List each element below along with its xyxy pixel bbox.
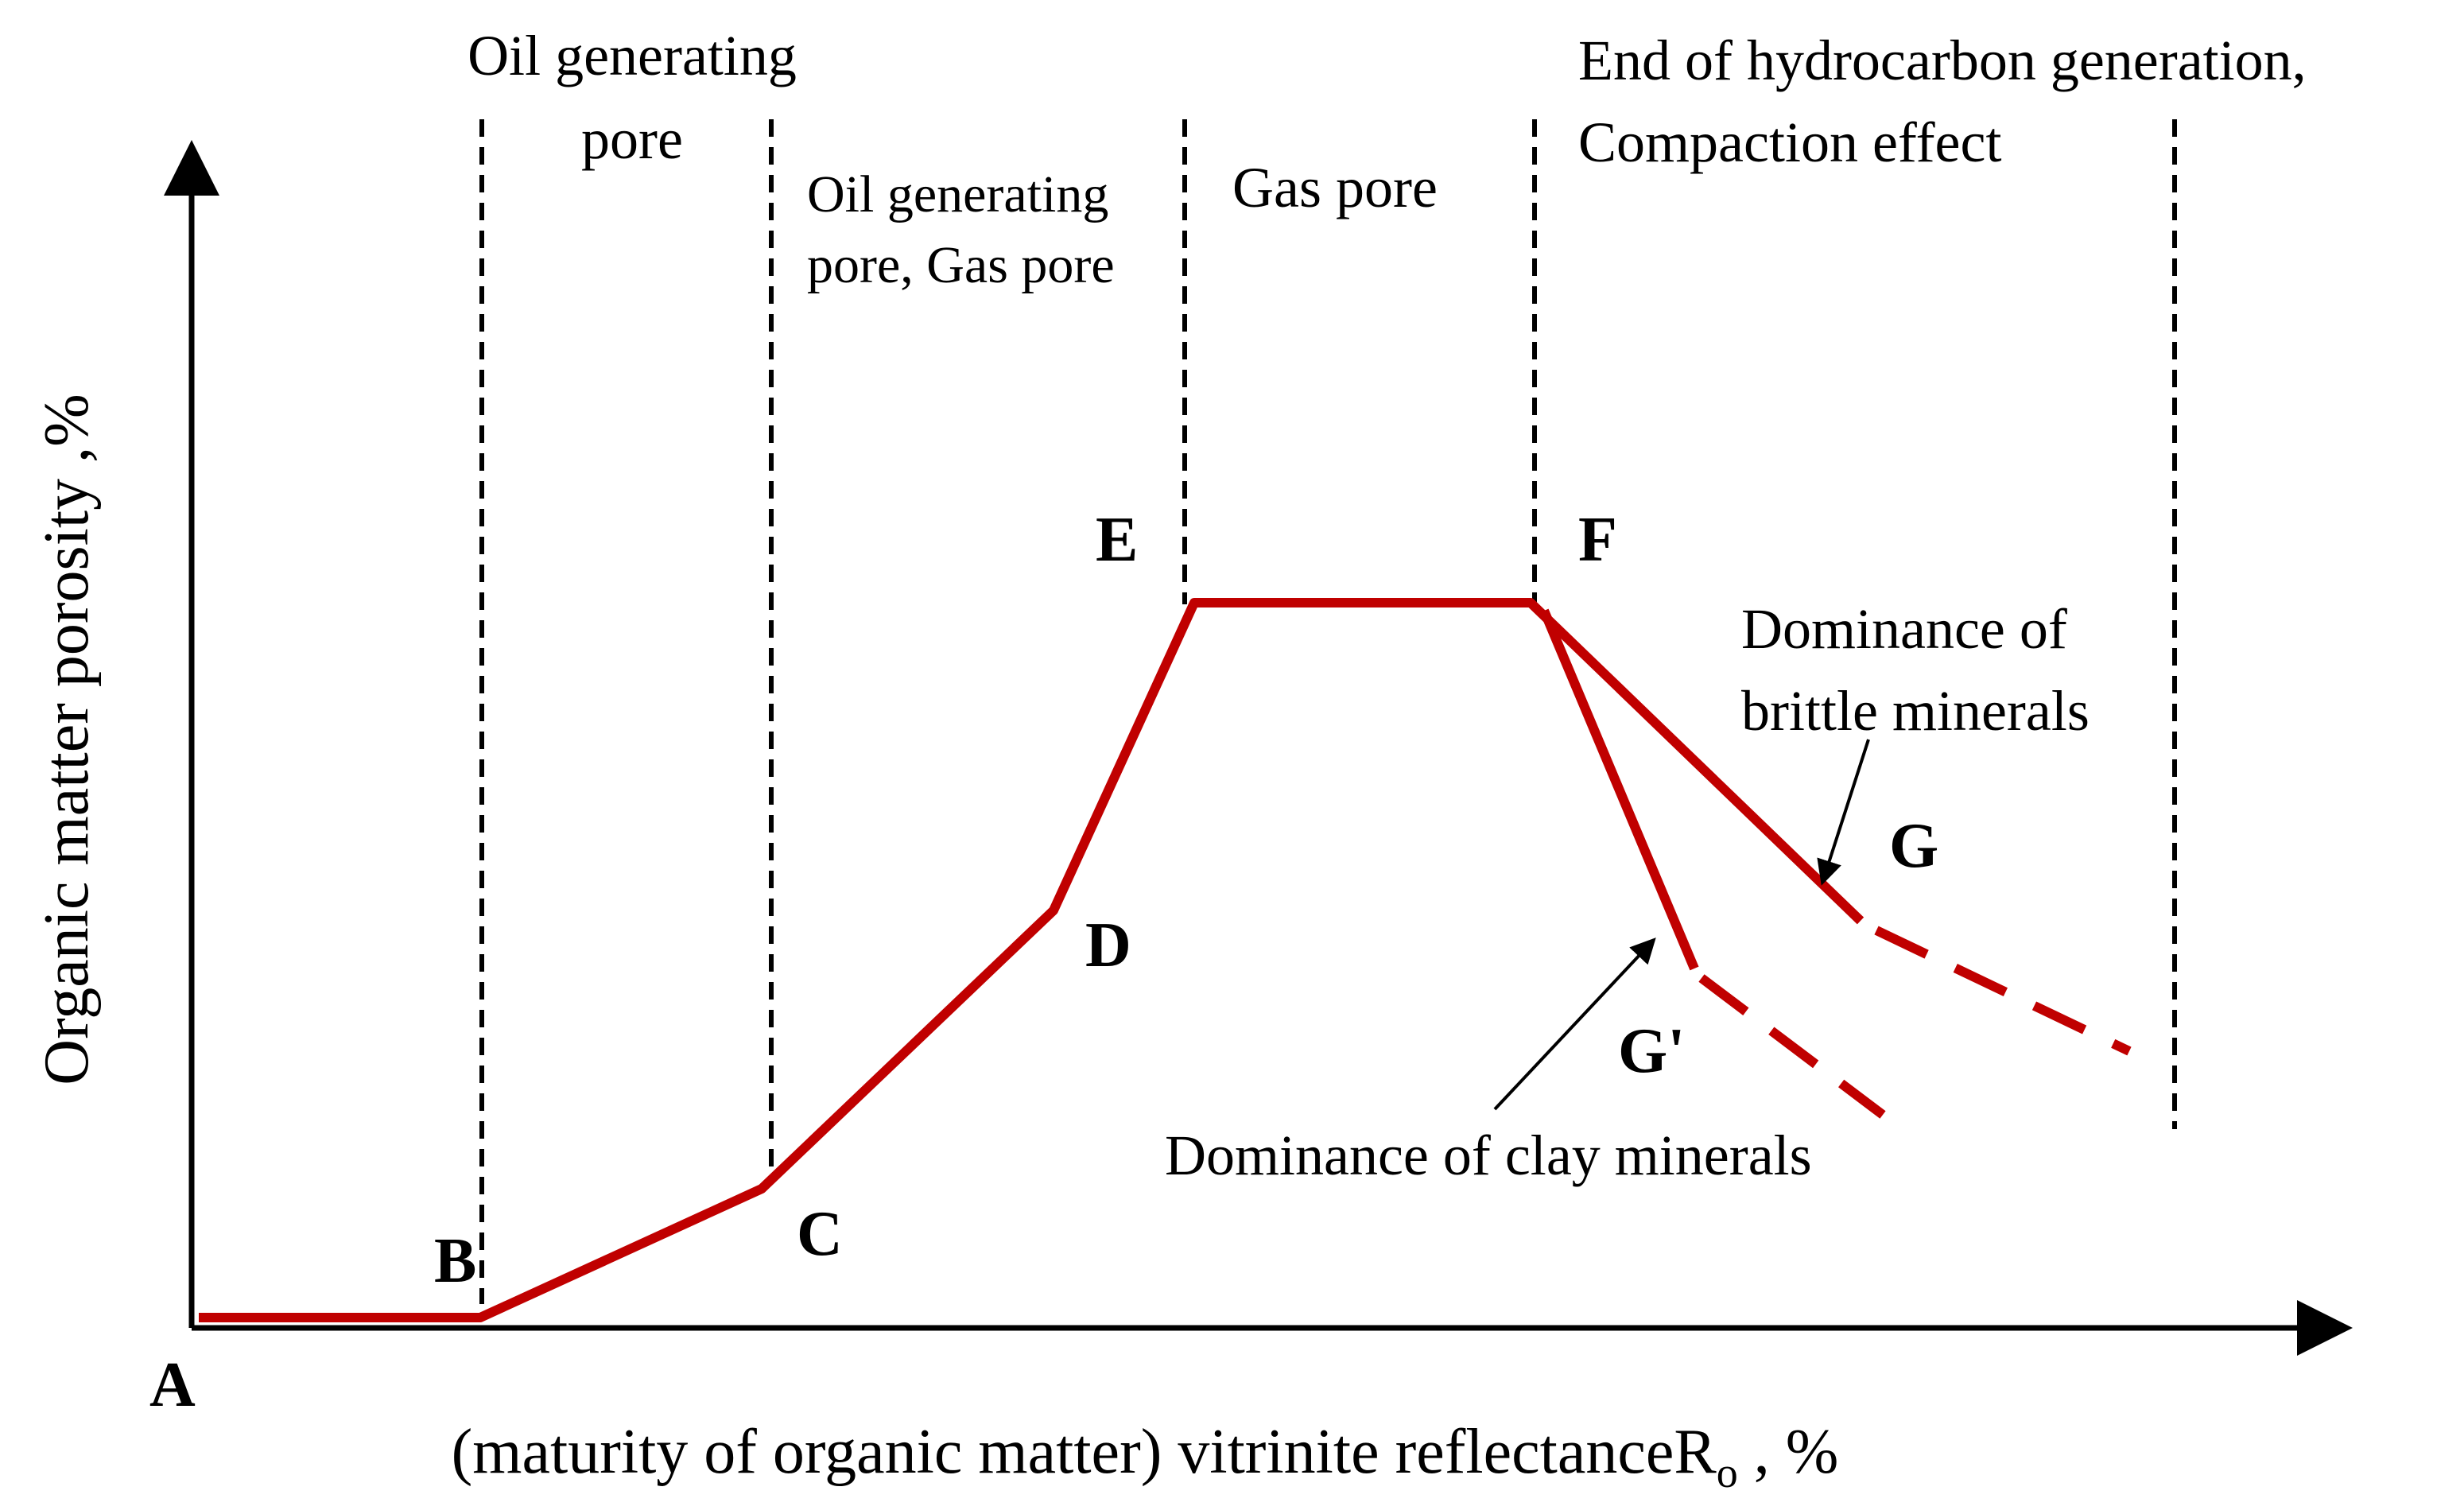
- x-axis-title-main: (maturity of organic matter) vitrinite r…: [452, 1417, 1674, 1487]
- zone-oil-pore-label-line2: pore: [581, 107, 683, 171]
- porosity-curve-clay-dashed: [1698, 974, 1886, 1119]
- clay-pointer-arrow: [1493, 937, 1656, 1111]
- x-axis-title-suffix: , %: [1738, 1417, 1839, 1487]
- point-label-g: G: [1889, 811, 1938, 881]
- zone-end-label-line2: Compaction effect: [1578, 111, 2001, 174]
- brittle-pointer-arrow: [1817, 739, 1870, 886]
- point-label-a: A: [149, 1350, 196, 1420]
- point-label-f: F: [1578, 505, 1617, 575]
- point-label-d: D: [1085, 910, 1131, 980]
- zone-oil-gas-label-line2: pore, Gas pore: [807, 236, 1115, 294]
- x-axis-title: (maturity of organic matter) vitrinite r…: [452, 1417, 1839, 1496]
- x-axis-title-subscript: o: [1717, 1449, 1738, 1496]
- zone-end-label-line1: End of hydrocarbon generation,: [1578, 29, 2307, 92]
- zone-oil-pore-label-line1: Oil generating: [468, 24, 797, 87]
- annotation-brittle-line1: Dominance of: [1741, 597, 2067, 661]
- porosity-curve-brittle-dashed: [1874, 926, 2132, 1056]
- point-label-b: B: [434, 1226, 476, 1296]
- point-label-g-prime: G': [1618, 1016, 1685, 1086]
- annotation-clay: Dominance of clay minerals: [1165, 1124, 1812, 1187]
- point-label-e: E: [1096, 505, 1138, 575]
- porosity-curve-clay-branch: [1539, 608, 1699, 971]
- porosity-curve-main: [199, 598, 1864, 1322]
- zone-gas-pore-label: Gas pore: [1232, 156, 1438, 219]
- annotation-brittle-line2: brittle minerals: [1741, 679, 2090, 743]
- point-label-c: C: [797, 1199, 843, 1269]
- y-axis-title: Organic matter porosity ,%: [32, 394, 102, 1085]
- zone-oil-gas-label-line1: Oil generating: [807, 165, 1108, 223]
- x-axis-title-symbol: R: [1674, 1417, 1717, 1487]
